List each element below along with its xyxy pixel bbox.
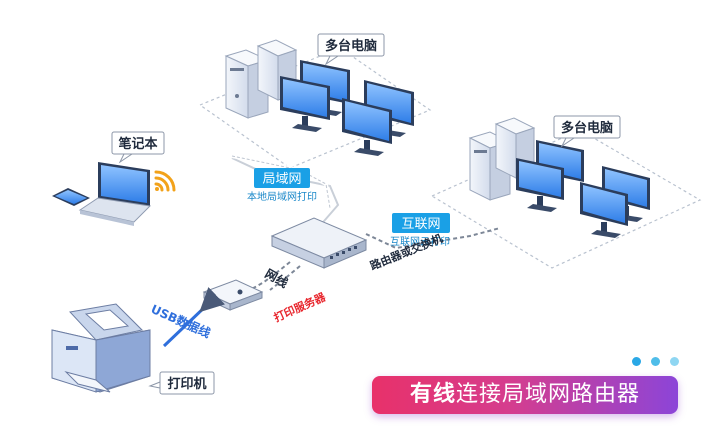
- printer-icon: [51, 303, 151, 393]
- platform-group-1: [198, 47, 432, 169]
- pcs-group-2-label: 多台电脑: [561, 120, 613, 136]
- cable-white-2: [231, 155, 331, 209]
- banner-text: 连接局域网路由器: [456, 382, 641, 407]
- wifi-icon: [154, 170, 176, 192]
- network-cables: [231, 157, 501, 291]
- carousel-dot[interactable]: [632, 357, 641, 366]
- label-box: [111, 131, 165, 155]
- lan-sub-label: 本地局域网打印: [247, 190, 317, 203]
- carousel-dot[interactable]: [670, 357, 680, 366]
- print-server-icon: [202, 279, 264, 311]
- monitor-icon: [580, 182, 628, 238]
- laptop-label: 笔记本: [118, 136, 157, 152]
- router-icon: [270, 217, 368, 269]
- print-server-label: 打印服务器: [272, 289, 329, 325]
- usb-cable: [162, 287, 225, 348]
- monitor-icon: [516, 158, 564, 212]
- phone-icon: [52, 188, 90, 206]
- printer-label: 打印机: [167, 376, 206, 392]
- cable-lan: [231, 157, 340, 229]
- internet-tag: 互联网 互联网云打印: [390, 213, 450, 248]
- banner-bold-text: 有线: [409, 382, 456, 407]
- title-banner: 有线连接局域网路由器: [372, 376, 678, 414]
- lan-tag: 局域网 本地局域网打印: [247, 168, 317, 203]
- monitor-icon: [280, 76, 330, 132]
- carousel-dot[interactable]: [651, 357, 661, 366]
- cable-internet: [365, 227, 501, 250]
- label-box: [553, 115, 621, 139]
- laptop-group: 笔记本: [52, 131, 176, 226]
- carousel-dots: [632, 351, 684, 370]
- cable-router-to-server: [249, 261, 291, 291]
- pc-group-1: 多台电脑: [224, 33, 414, 156]
- cable-label: 网线: [263, 266, 291, 291]
- pcs-group-1-label: 多台电脑: [325, 38, 377, 54]
- label-box: [317, 33, 385, 57]
- pc-group-2: 多台电脑: [468, 115, 650, 238]
- internet-sub-label: 互联网云打印: [390, 235, 450, 248]
- lan-tag-label: 局域网: [262, 172, 301, 187]
- cable-router-to-server-2: [269, 265, 301, 291]
- laptop-icon: [78, 162, 152, 226]
- monitor-icon: [342, 98, 392, 156]
- internet-tag-label: 互联网: [401, 217, 440, 232]
